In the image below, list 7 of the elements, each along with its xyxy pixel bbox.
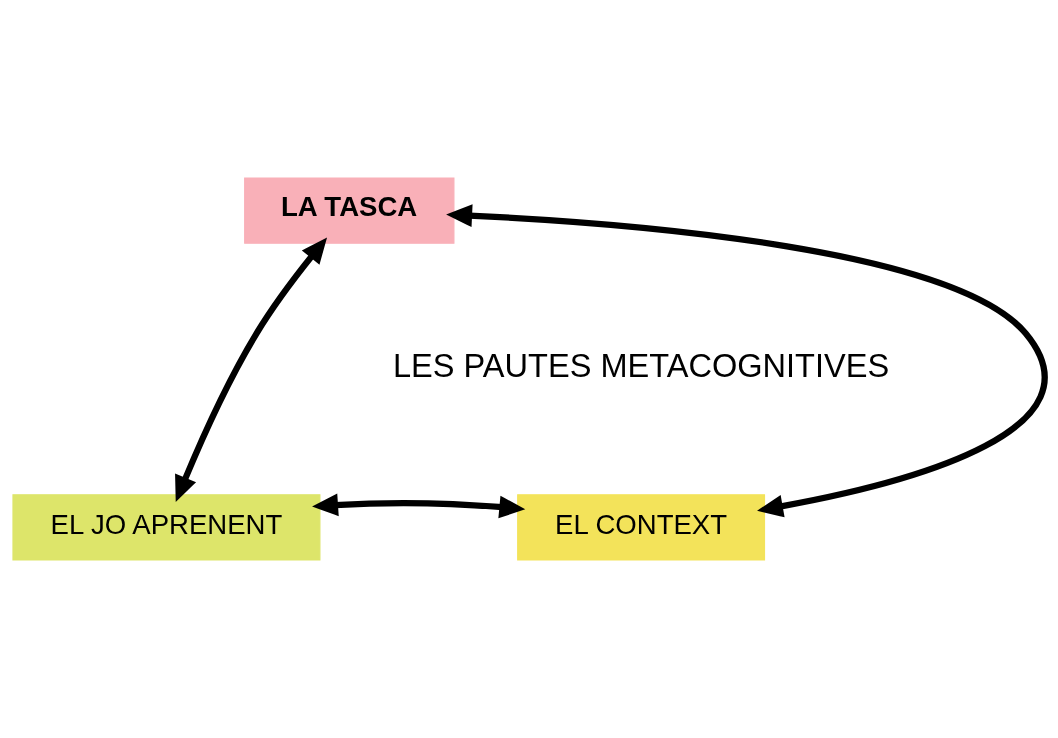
node-box: EL CONTEXT	[517, 494, 766, 561]
node-box: EL JO APRENENT	[12, 494, 321, 561]
arrow	[312, 493, 526, 519]
arrow	[175, 237, 328, 502]
node-box: LA TASCA	[244, 177, 455, 244]
arrow	[446, 204, 1047, 518]
label: LES PAUTES METACOGNITIVES	[393, 347, 890, 384]
